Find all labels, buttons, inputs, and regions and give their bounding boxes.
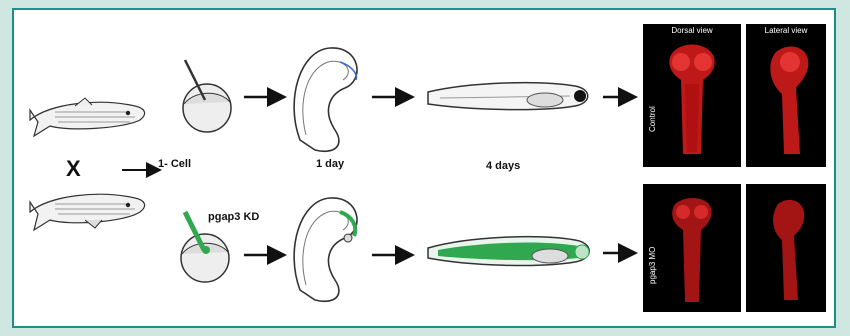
image-morphant-dorsal: pgap3 MO bbox=[643, 184, 741, 312]
stage-label-four-days: 4 days bbox=[486, 160, 520, 172]
image-control-lateral: Lateral view bbox=[746, 24, 826, 167]
image-morphant-lateral bbox=[746, 184, 826, 312]
stained-brain-icon bbox=[746, 24, 826, 167]
zebrafish-icon bbox=[30, 194, 145, 230]
egg-cell-icon bbox=[183, 84, 231, 132]
image-control-dorsal: Dorsal view Control bbox=[643, 24, 741, 167]
row-label-control: Control bbox=[648, 106, 657, 132]
embryo-icon bbox=[294, 48, 357, 151]
stage-label-one-day: 1 day bbox=[316, 158, 344, 170]
larva-icon bbox=[428, 237, 589, 266]
stage-label-one-cell: 1- Cell bbox=[158, 158, 191, 170]
stained-brain-icon bbox=[746, 184, 826, 312]
embryo-icon bbox=[294, 198, 357, 301]
stained-brain-icon bbox=[643, 24, 741, 167]
egg-cell-icon bbox=[181, 234, 229, 282]
knockdown-label: pgap3 KD bbox=[208, 211, 259, 223]
zebrafish-icon bbox=[30, 98, 145, 136]
stained-brain-icon bbox=[643, 184, 741, 312]
cross-symbol: X bbox=[66, 156, 81, 181]
larva-icon bbox=[428, 83, 588, 110]
row-label-morphant: pgap3 MO bbox=[648, 247, 657, 284]
